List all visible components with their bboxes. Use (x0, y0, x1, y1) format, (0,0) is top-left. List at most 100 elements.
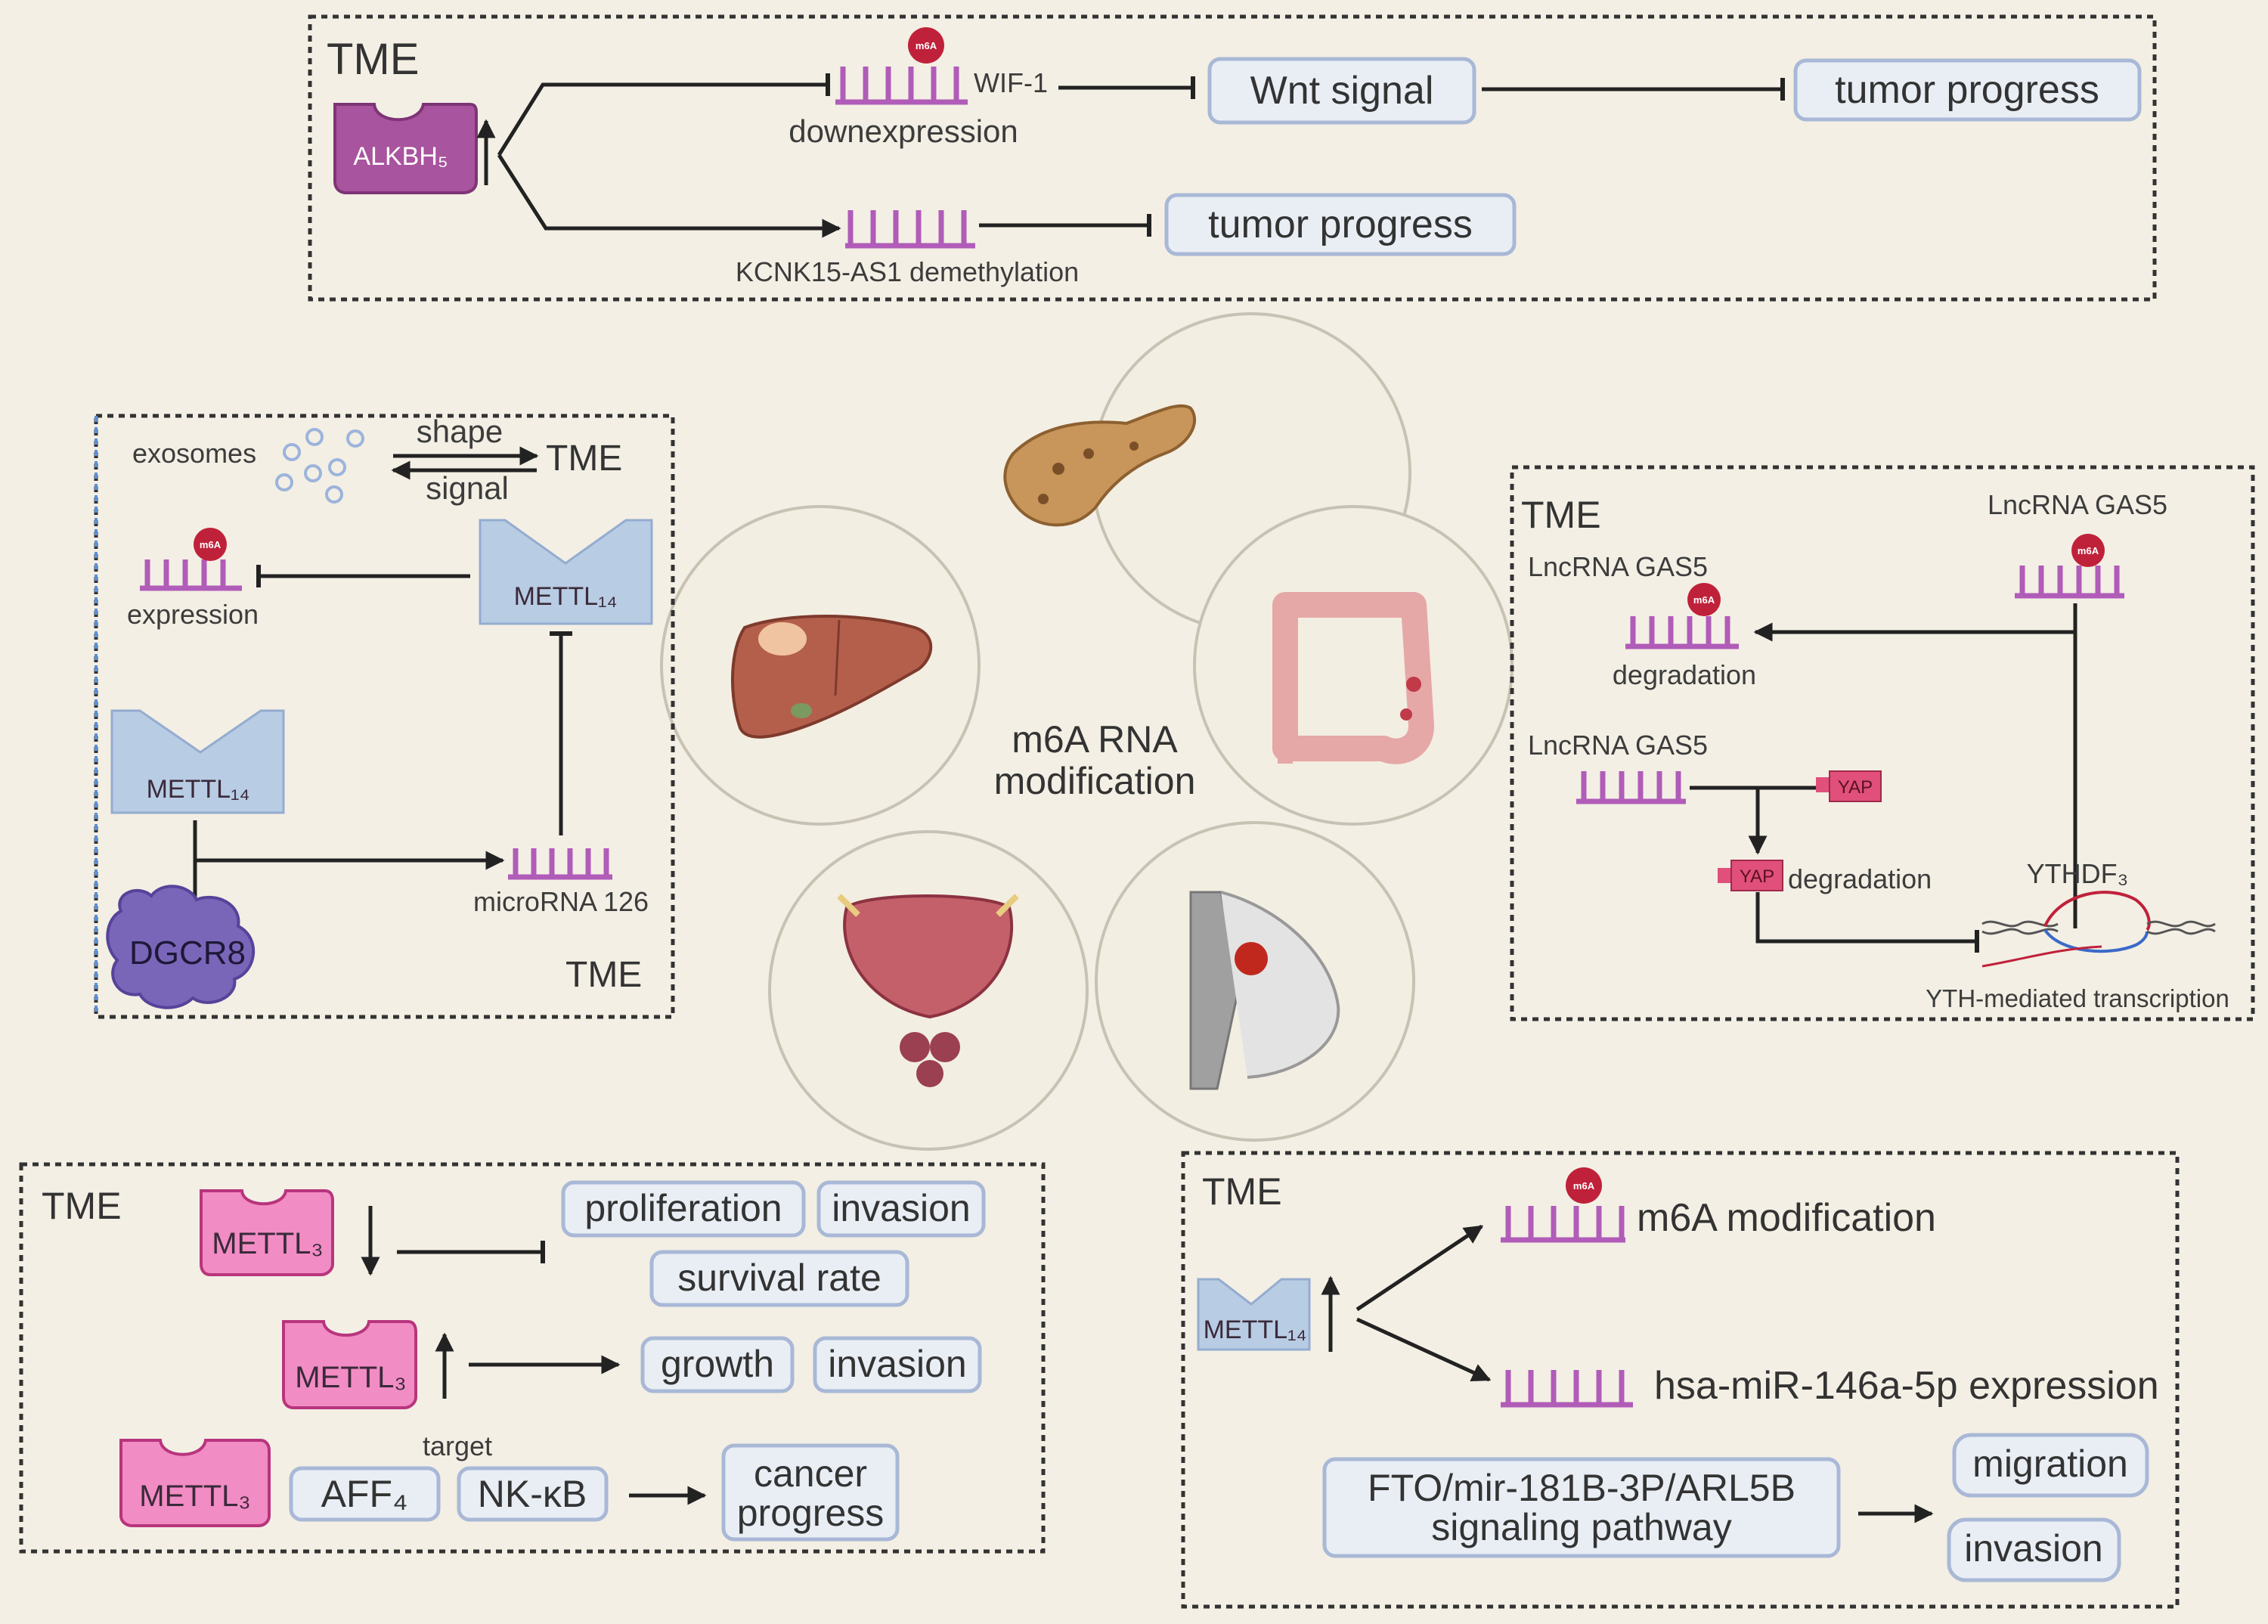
breast-icon (1189, 891, 1340, 1090)
center-title-line1: m6A RNA (1012, 718, 1178, 761)
mettl14-label-b: METTL₁₄ (147, 775, 250, 804)
yap-right-icon: YAP (1816, 770, 1882, 802)
proliferation-label: proliferation (584, 1187, 782, 1229)
tme-label: TME (42, 1185, 122, 1227)
mettl14-label-a: METTL₁₄ (514, 582, 618, 611)
tumor-progress-label-2: tumor progress (1208, 203, 1473, 246)
dna-transcription-icon (1981, 891, 2216, 968)
bladder-icon (837, 894, 1019, 1087)
gas5-top-right-label: LncRNA GAS5 (1988, 489, 2167, 520)
liver-icon (731, 615, 933, 739)
exosome-vesicles-icon (275, 428, 364, 504)
m6a-badge-icon (194, 528, 227, 561)
panel-top: TME ALKBH₅ m6A WIF-1 downexpression Wnt … (308, 14, 2157, 302)
panel-bottom-left: TME METTL₃ proliferation invasion surviv… (19, 1162, 1046, 1554)
invasion-label: invasion (1964, 1527, 2102, 1570)
migration-label: migration (1972, 1443, 2128, 1485)
panel-top-frame (308, 14, 2157, 302)
cancer-progress-line2: progress (737, 1492, 885, 1534)
m6a-badge-label: m6A (1573, 1180, 1595, 1192)
aff4-label: AFF₄ (321, 1473, 408, 1515)
invasion-label-a: invasion (832, 1187, 970, 1229)
mir146-rna (1501, 1370, 1633, 1408)
inhibit-transcription (1755, 892, 1979, 953)
microrna-label: microRNA 126 (473, 886, 649, 917)
downexpression-label: downexpression (789, 113, 1018, 149)
mettl14-protein: METTL₁₄ (1197, 1278, 1311, 1351)
tme-label: TME (1521, 494, 1601, 536)
nfkb-box (457, 1466, 609, 1522)
m6a-badge-icon (1566, 1167, 1602, 1204)
m6a-badge-label: m6A (2077, 545, 2099, 556)
m6a-mod-label: m6A modification (1637, 1196, 1936, 1240)
invasion-box (1947, 1517, 2121, 1582)
alkbh5-protein: ALKBH₅ (333, 103, 478, 194)
survival-label: survival rate (677, 1257, 881, 1299)
tme-label: TME (327, 35, 419, 84)
tumor-progress-box-2 (1164, 193, 1517, 256)
gas5-top-left-rna: m6A (1625, 583, 1739, 649)
signal-label: signal (426, 470, 509, 506)
proliferation-box (561, 1180, 806, 1238)
wif1-label: WIF-1 (974, 67, 1048, 98)
center-organs: m6A RNA modification (660, 312, 1514, 1151)
shape-label: shape (417, 414, 503, 449)
arrow-mir146 (1356, 1317, 1492, 1382)
gas5-top-left-label: LncRNA GAS5 (1528, 551, 1708, 582)
m6a-badge-icon (2071, 534, 2105, 567)
mettl14-protein-a: METTL₁₄ (479, 519, 653, 625)
dgcr8-protein: DGCR8 (106, 885, 256, 1009)
tumor-progress-box-1 (1793, 58, 2142, 122)
wif1-rna: m6A (835, 27, 968, 105)
yth-transcription-label: YTH-mediated transcription (1926, 984, 2229, 1012)
degradation-label: degradation (1613, 659, 1756, 690)
colon-icon (1272, 592, 1434, 764)
tme-bottom-label: TME (565, 955, 642, 995)
branch-to-kcnk (497, 153, 841, 238)
mettl3-protein-c: METTL₃ (119, 1439, 271, 1527)
migration-box (1952, 1433, 2149, 1498)
panel-bottom-right: TME METTL₁₄ m6A m6A modification hsa-miR… (1181, 1151, 2180, 1609)
m6a-badge-icon (908, 27, 944, 64)
center-title-line2: modification (994, 760, 1196, 802)
gas5-top-right-rna: m6A (2015, 534, 2124, 599)
tumor-progress-label-1: tumor progress (1835, 68, 2099, 112)
invasion-box-b (813, 1336, 982, 1393)
m6a-badge-label: m6A (1693, 594, 1715, 606)
expression-label: expression (127, 599, 259, 630)
panel-bottom-left-frame (19, 1162, 1046, 1554)
m6a-mod-rna: m6A (1501, 1167, 1625, 1243)
branch-to-wif1 (497, 73, 830, 157)
panel-left: exosomes shape signal TME m6A expression… (94, 414, 675, 1019)
dgcr8-label: DGCR8 (129, 934, 246, 972)
kcnk-rna (845, 210, 975, 249)
arrow-m6a-mod (1356, 1224, 1484, 1312)
mettl3-label-a: METTL₃ (212, 1227, 323, 1260)
mettl3-protein-a: METTL₃ (200, 1189, 334, 1276)
cancer-progress-line1: cancer (754, 1452, 867, 1495)
wnt-label: Wnt signal (1250, 69, 1434, 113)
nfkb-label: NK-κB (478, 1473, 587, 1515)
survival-box (649, 1250, 909, 1307)
invasion-label-b: invasion (828, 1343, 966, 1385)
microrna-rna (508, 848, 612, 880)
pancreas-icon (1003, 404, 1196, 527)
growth-label: growth (661, 1343, 774, 1385)
mettl3-label-b: METTL₃ (295, 1361, 406, 1394)
target-label: target (423, 1430, 492, 1461)
expression-rna: m6A (140, 528, 242, 591)
tme-top-label: TME (546, 439, 622, 479)
colon-circle (1193, 505, 1514, 826)
m6a-badge-icon (1687, 583, 1721, 616)
m6a-badge-label: m6A (916, 40, 937, 51)
mir146-label: hsa-miR-146a-5p expression (1654, 1364, 2159, 1408)
fto-pathway-line2: signaling pathway (1431, 1506, 1732, 1548)
growth-box (640, 1336, 795, 1393)
yap-right-label: YAP (1838, 777, 1873, 798)
exosomes-label: exosomes (132, 438, 256, 469)
wnt-box (1207, 57, 1476, 125)
tme-label: TME (1202, 1170, 1282, 1213)
gas5-mid-rna (1576, 771, 1686, 804)
